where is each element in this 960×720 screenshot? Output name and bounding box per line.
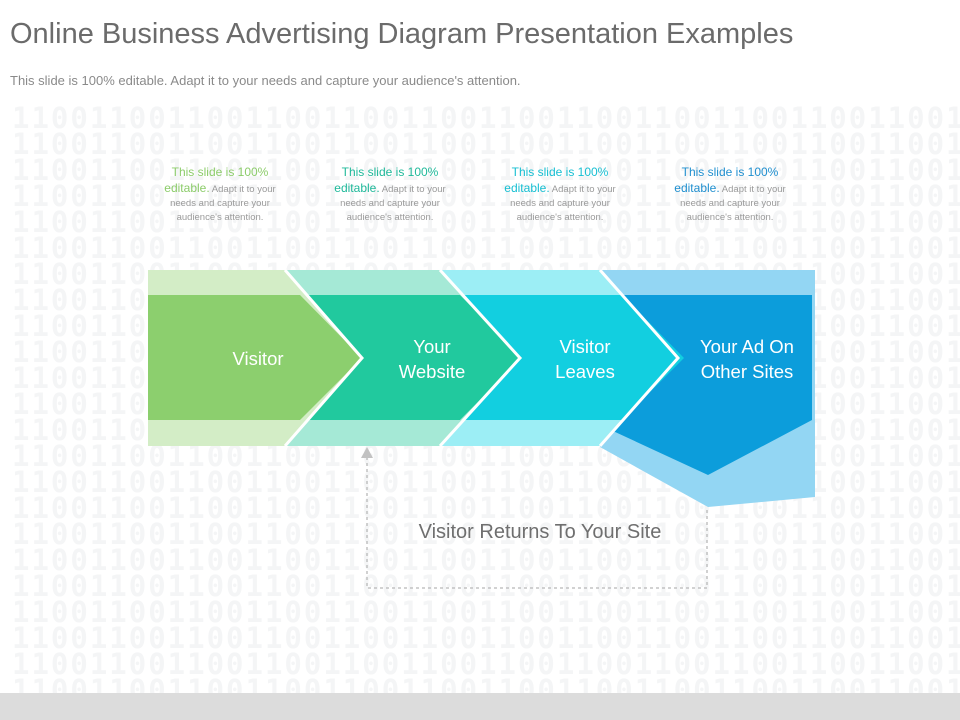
binary-row: 1100110011001100110011001100110011001100… bbox=[12, 569, 960, 603]
binary-row: 1100110011001100110011001100110011001100… bbox=[12, 105, 960, 135]
step-2-label: Your Website bbox=[398, 336, 466, 382]
note-4-highlight: This slide is 100% editable. bbox=[674, 165, 779, 195]
return-arrow-icon bbox=[361, 447, 373, 458]
separator-3 bbox=[598, 269, 681, 447]
step-3-label: Visitor Leaves bbox=[555, 336, 615, 382]
binary-row: 1100110011001100110011001100110011001100… bbox=[12, 517, 960, 551]
return-loop-connector bbox=[366, 458, 708, 589]
binary-row: 1100110011001100110011001100110011001100… bbox=[12, 127, 960, 161]
step-1-label: Visitor bbox=[232, 348, 284, 369]
binary-row: 1100110011001100110011001100110011001100… bbox=[12, 673, 960, 696]
step-4-shape bbox=[600, 295, 812, 475]
note-3-body: Adapt it to your needs and capture your … bbox=[510, 184, 616, 223]
binary-row: 1100110011001100110011001100110011001100… bbox=[12, 647, 960, 681]
binary-row: 1100110011001100110011001100110011001100… bbox=[12, 153, 960, 187]
binary-row: 1100110011001100110011001100110011001100… bbox=[12, 595, 960, 629]
step-1-shape bbox=[148, 295, 362, 420]
binary-row: 1100110011001100110011001100110011001100… bbox=[12, 205, 960, 239]
page-subtitle: This slide is 100% editable. Adapt it to… bbox=[10, 73, 521, 88]
binary-row: 1100110011001100110011001100110011001100… bbox=[12, 179, 960, 213]
binary-row: 1100110011001100110011001100110011001100… bbox=[12, 231, 960, 265]
separator-1 bbox=[283, 269, 364, 447]
note-2-highlight: This slide is 100% editable. bbox=[334, 165, 439, 195]
return-step-label: Visitor Returns To Your Site bbox=[418, 521, 662, 543]
binary-row: 1100110011001100110011001100110011001100… bbox=[12, 491, 960, 525]
note-2-body: Adapt it to your needs and capture your … bbox=[340, 184, 446, 223]
step-4-label: Your Ad On Other Sites bbox=[700, 336, 794, 382]
note-2: This slide is 100% editable. Adapt it to… bbox=[325, 165, 455, 225]
note-3: This slide is 100% editable. Adapt it to… bbox=[495, 165, 625, 225]
page-title: Online Business Advertising Diagram Pres… bbox=[10, 18, 794, 50]
note-4: This slide is 100% editable. Adapt it to… bbox=[665, 165, 795, 225]
step-2-shape bbox=[296, 295, 522, 420]
note-3-highlight: This slide is 100% editable. bbox=[504, 165, 609, 195]
note-1-body: Adapt it to your needs and capture your … bbox=[170, 184, 276, 223]
binary-row: 1100110011001100110011001100110011001100… bbox=[12, 621, 960, 655]
note-1-highlight: This slide is 100% editable. bbox=[164, 165, 269, 195]
footer-bar bbox=[0, 693, 960, 720]
note-4-body: Adapt it to your needs and capture your … bbox=[680, 184, 786, 223]
step-3-shape bbox=[460, 295, 684, 420]
binary-row: 1100110011001100110011001100110011001100… bbox=[12, 543, 960, 577]
note-1: This slide is 100% editable. Adapt it to… bbox=[155, 165, 285, 225]
separator-2 bbox=[438, 268, 523, 448]
